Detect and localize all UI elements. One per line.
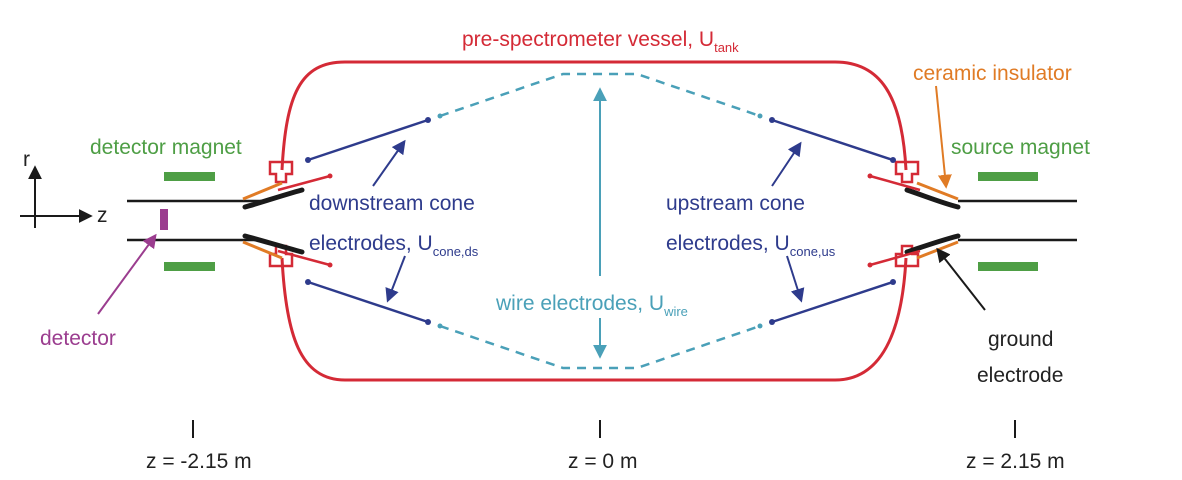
- z-right-label: z = 2.15 m: [966, 450, 1065, 473]
- source-magnet-label: source magnet: [951, 136, 1090, 159]
- detector-magnet-label: detector magnet: [90, 136, 242, 159]
- cone-electrodes: [307, 118, 894, 324]
- wire-electrode-dots: [437, 113, 763, 329]
- inner-red-electrodes: [277, 174, 921, 267]
- upstream-cone-label-line2: electrodes, Ucone,us: [666, 232, 836, 259]
- axis-r-label: r: [23, 148, 30, 171]
- detector-arrow: [97, 233, 157, 315]
- ground-electrode-arrow: [936, 247, 986, 311]
- detector-label: detector: [40, 327, 116, 350]
- downstream-cone-label-line1: downstream cone: [309, 192, 475, 215]
- ground-electrodes: [242, 187, 961, 255]
- downstream-cone-arrows: [372, 139, 406, 303]
- inner-red-electrode-dots: [327, 173, 873, 268]
- z-position-ticks: [192, 420, 1016, 438]
- vessel-label: pre-spectrometer vessel, Utank: [462, 28, 739, 55]
- beam-pipe: [127, 199, 1077, 242]
- z-center-label: z = 0 m: [568, 450, 637, 473]
- detector-element: [160, 209, 168, 230]
- ground-electrode-label-line1: ground: [988, 328, 1053, 351]
- axis-arrows: [20, 165, 93, 228]
- upstream-cone-arrows: [771, 141, 805, 303]
- wire-electrodes: [439, 72, 761, 370]
- cone-electrode-dots: [305, 117, 896, 325]
- detector-magnet-coils: [164, 172, 215, 271]
- upstream-cone-label-line1: upstream cone: [666, 192, 805, 215]
- vessel-flange-right: [894, 160, 920, 268]
- wire-electrodes-label: wire electrodes, Uwire: [495, 292, 688, 319]
- source-magnet-coils: [978, 172, 1038, 271]
- downstream-cone-label-line2: electrodes, Ucone,ds: [309, 232, 479, 259]
- z-left-label: z = -2.15 m: [146, 450, 252, 473]
- vessel-outline: [280, 60, 908, 382]
- ceramic-insulator-arrow: [935, 85, 952, 189]
- axis-z-label: z: [97, 204, 108, 227]
- ceramic-insulator-label: ceramic insulator: [913, 62, 1072, 85]
- ground-electrode-label-line2: electrode: [977, 364, 1063, 387]
